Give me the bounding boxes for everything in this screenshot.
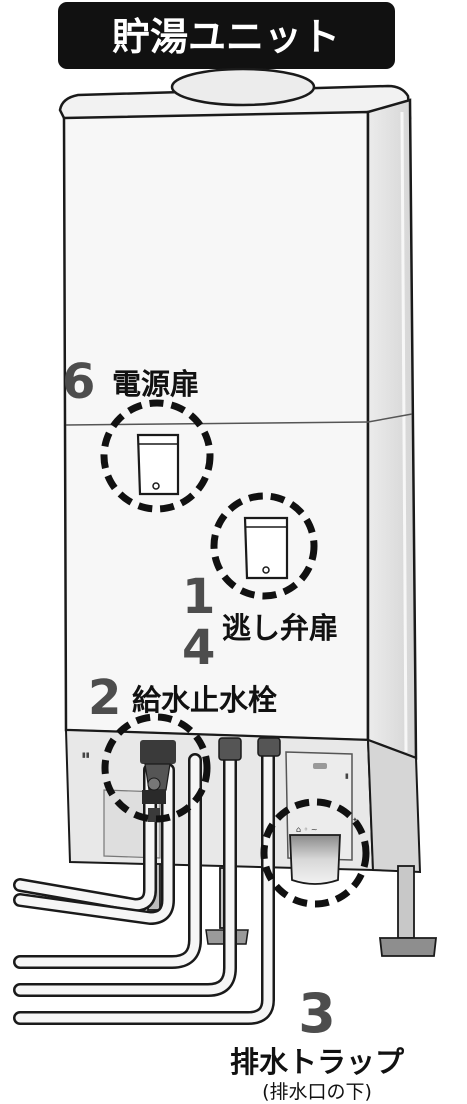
power-door-panel	[136, 433, 180, 496]
callout-sublabel-drain-trap: (排水口の下)	[262, 1081, 372, 1103]
valve-icon	[140, 740, 176, 822]
callout-relief-valve-door: 1 逃し弁扉 4	[182, 569, 338, 676]
dashed-circle-power-door	[100, 399, 214, 513]
title-text: 貯湯ユニット	[112, 15, 340, 59]
dashed-circle-water-valve	[101, 713, 211, 823]
callout-number-1: 1	[182, 569, 215, 625]
svg-text:▮▮: ▮▮	[82, 751, 90, 759]
highlight-circles	[100, 399, 370, 908]
callout-number-2: 2	[88, 670, 121, 726]
svg-text:▮: ▮	[345, 772, 349, 780]
dashed-circle-drain-trap	[260, 798, 370, 908]
dashed-circle-relief-valve-door	[210, 492, 318, 600]
pipes	[13, 737, 281, 1025]
title-banner: 貯湯ユニット	[58, 2, 395, 69]
callout-power-door: 6 電源扉	[62, 354, 199, 410]
callout-label-water-supply-valve: 給水止水栓	[132, 683, 277, 717]
callout-drain-trap: 3 排水トラップ (排水口の下)	[230, 982, 405, 1103]
callout-water-supply-valve: 2 給水止水栓	[88, 670, 277, 726]
callout-label-relief-valve-door: 逃し弁扉	[222, 611, 338, 645]
relief-valve-door-panel	[243, 516, 289, 580]
drain-trap-icon: ⌂ ◦ ~	[289, 825, 341, 885]
storage-unit-body	[58, 67, 418, 760]
callout-number-6: 6	[62, 354, 95, 410]
callout-number-4: 4	[182, 620, 215, 676]
callout-number-3: 3	[298, 982, 336, 1045]
callout-label-drain-trap: 排水トラップ	[230, 1045, 405, 1079]
callout-label-power-door: 電源扉	[112, 367, 199, 401]
svg-text:✦: ✦	[352, 816, 358, 824]
drain-cover-panel	[285, 751, 353, 861]
top-lid-ellipse	[170, 67, 316, 107]
svg-text:⌂ ◦ ~: ⌂ ◦ ~	[296, 825, 318, 834]
